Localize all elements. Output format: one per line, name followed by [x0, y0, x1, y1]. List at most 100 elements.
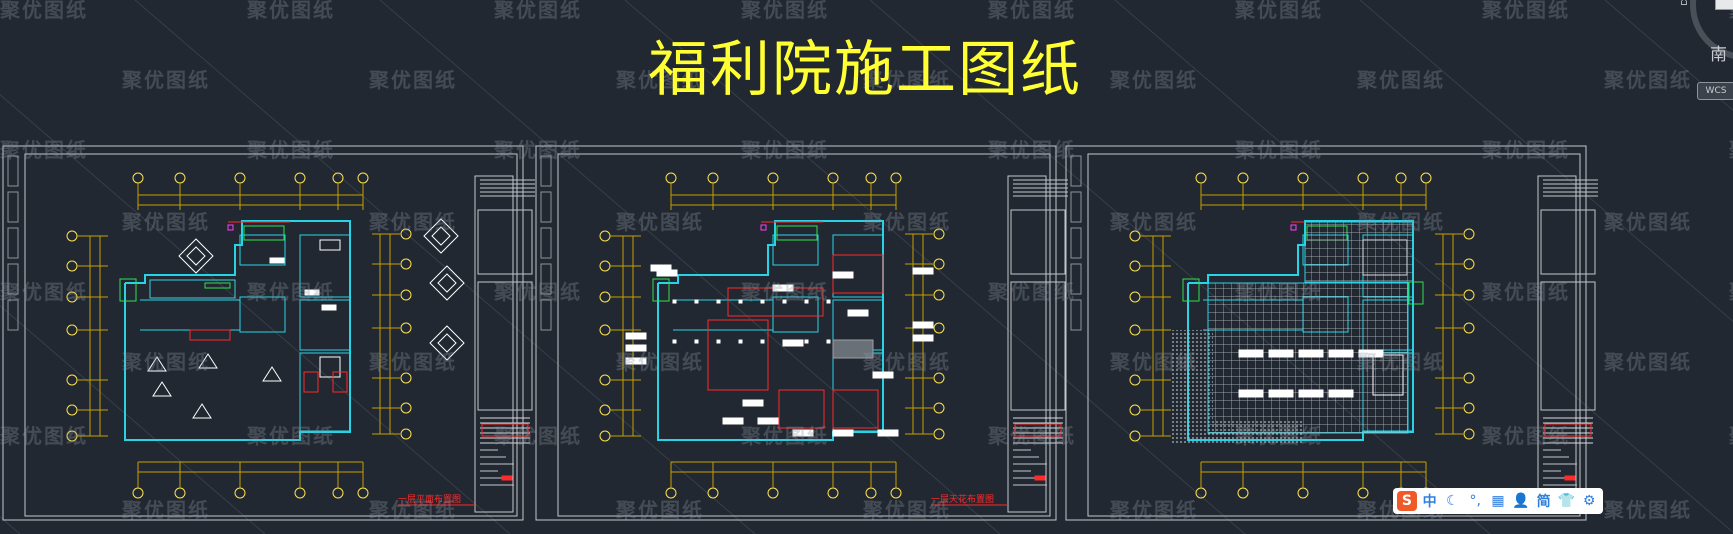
ime-logo-icon[interactable]: S: [1397, 491, 1417, 511]
binding-strip-cell: [540, 299, 552, 331]
viewcube-south-label[interactable]: 南: [1710, 45, 1727, 65]
axis-bubble-left: [66, 230, 78, 242]
axis-bubble-top: [890, 172, 902, 184]
watermark-text: 聚优图纸: [494, 0, 582, 22]
axis-bubble-left: [1129, 260, 1141, 272]
floor-label-tag: [1328, 349, 1354, 358]
watermark-text: 聚优图纸: [1604, 350, 1692, 374]
title-block-panel: [1010, 281, 1066, 411]
axis-bubble-right: [933, 322, 945, 334]
ime-simplified-button[interactable]: 简: [1536, 494, 1551, 510]
axis-bubble-left: [66, 404, 78, 416]
watermark-text: 聚优图纸: [1357, 350, 1445, 374]
watermark-text: 聚优图纸: [1604, 498, 1692, 522]
diagonal-line: [379, 0, 1001, 534]
ceiling-label-tag: [757, 417, 779, 425]
callout-marker: [760, 224, 767, 231]
watermark-text: 聚优图纸: [122, 210, 210, 234]
watermark-text: 聚优图纸: [1235, 138, 1323, 162]
watermark-text: 聚优图纸: [0, 138, 88, 162]
axis-bubble-bottom: [357, 487, 369, 499]
title-block: [474, 175, 514, 513]
axis-bubble-right: [1463, 402, 1475, 414]
punctuation-icon[interactable]: °,: [1469, 493, 1481, 509]
axis-bubble-right: [400, 428, 412, 440]
light-fixture: [716, 339, 721, 344]
axis-bubble-top: [1420, 172, 1432, 184]
light-fixture: [760, 339, 765, 344]
binding-strip-cell: [7, 191, 19, 223]
diagonal-line: [0, 305, 266, 534]
watermark-text: 聚优图纸: [616, 498, 704, 522]
title-block: [1537, 175, 1577, 513]
watermark-text: 聚优图纸: [247, 424, 335, 448]
diagonal-line: [1359, 0, 1733, 322]
watermark-text: 聚优图纸: [1235, 424, 1323, 448]
keyboard-icon[interactable]: ▦: [1491, 493, 1505, 509]
title-block-panel: [477, 281, 533, 411]
ceiling-label-tag: [772, 284, 794, 292]
watermark-text: 聚优图纸: [0, 280, 88, 304]
watermark-text: 聚优图纸: [988, 280, 1076, 304]
watermark-text: 聚优图纸: [1729, 420, 1733, 449]
room-floor-tag: [1372, 354, 1404, 396]
light-fixture: [826, 299, 831, 304]
binding-strip-cell: [7, 299, 19, 331]
axis-bubble-bottom: [827, 487, 839, 499]
wcs-button[interactable]: WCS: [1697, 82, 1733, 100]
room-wall: [299, 299, 351, 351]
callout-marker: [227, 224, 234, 231]
axis-bubble-top: [294, 172, 306, 184]
axis-bubble-top: [827, 172, 839, 184]
watermark-text: 聚优图纸: [0, 424, 88, 448]
axis-bubble-left: [1129, 291, 1141, 303]
watermark-text: 聚优图纸: [988, 0, 1076, 22]
dining-table-set: [429, 265, 465, 301]
user-icon[interactable]: 👤: [1512, 493, 1530, 509]
green-hatch-area: [776, 225, 818, 241]
ceiling-label-tag: [872, 371, 894, 379]
watermark-text: 聚优图纸: [988, 424, 1076, 448]
axis-bubble-top: [865, 172, 877, 184]
notes-layer: [269, 257, 337, 311]
axis-bubble-right: [933, 372, 945, 384]
axis-bubble-right: [933, 228, 945, 240]
dining-table-top: [186, 246, 206, 266]
axis-bubble-right: [400, 322, 412, 334]
watermark-text: 聚优图纸: [494, 424, 582, 448]
lounge-chair-set: [262, 366, 282, 382]
ime-mode-button[interactable]: 中: [1422, 494, 1437, 510]
binding-strip-cell: [1070, 155, 1082, 187]
light-fixture: [716, 299, 721, 304]
axis-bubble-left: [599, 260, 611, 272]
skin-icon[interactable]: 👕: [1557, 493, 1576, 509]
ime-toolbar[interactable]: S 中 ☾ °, ▦ 👤 简 👕 ⚙: [1393, 488, 1603, 514]
moon-icon[interactable]: ☾: [1446, 493, 1459, 509]
sheet-inner-frame: [557, 153, 1051, 517]
gear-icon[interactable]: ⚙: [1582, 493, 1596, 509]
axis-bubble-right: [1463, 372, 1475, 384]
watermark-text: 聚优图纸: [1235, 0, 1323, 22]
axis-bubble-top: [174, 172, 186, 184]
note-tag: [269, 257, 285, 264]
ceiling-label-tag: [832, 271, 854, 279]
ceiling-label-tag: [625, 357, 647, 365]
ceiling-label-tag: [742, 399, 764, 407]
axis-bubble-left: [599, 291, 611, 303]
terrazzo-hatch-area: [1171, 330, 1303, 445]
axis-bubble-bottom: [294, 487, 306, 499]
viewcube-home-icon[interactable]: ⌂: [1680, 0, 1688, 8]
viewcube-top-button[interactable]: [1715, 0, 1733, 10]
axis-bubble-right: [933, 428, 945, 440]
ceiling-label-tag: [722, 417, 744, 425]
axis-bubble-left: [599, 404, 611, 416]
watermark-text: 聚优图纸: [369, 210, 457, 234]
axis-bubble-top: [665, 172, 677, 184]
axis-bubble-bottom: [767, 487, 779, 499]
watermark-text: 聚优图纸: [616, 68, 704, 92]
bed: [319, 239, 341, 251]
green-planter: [1182, 278, 1200, 302]
ceiling-panel: [832, 389, 879, 429]
